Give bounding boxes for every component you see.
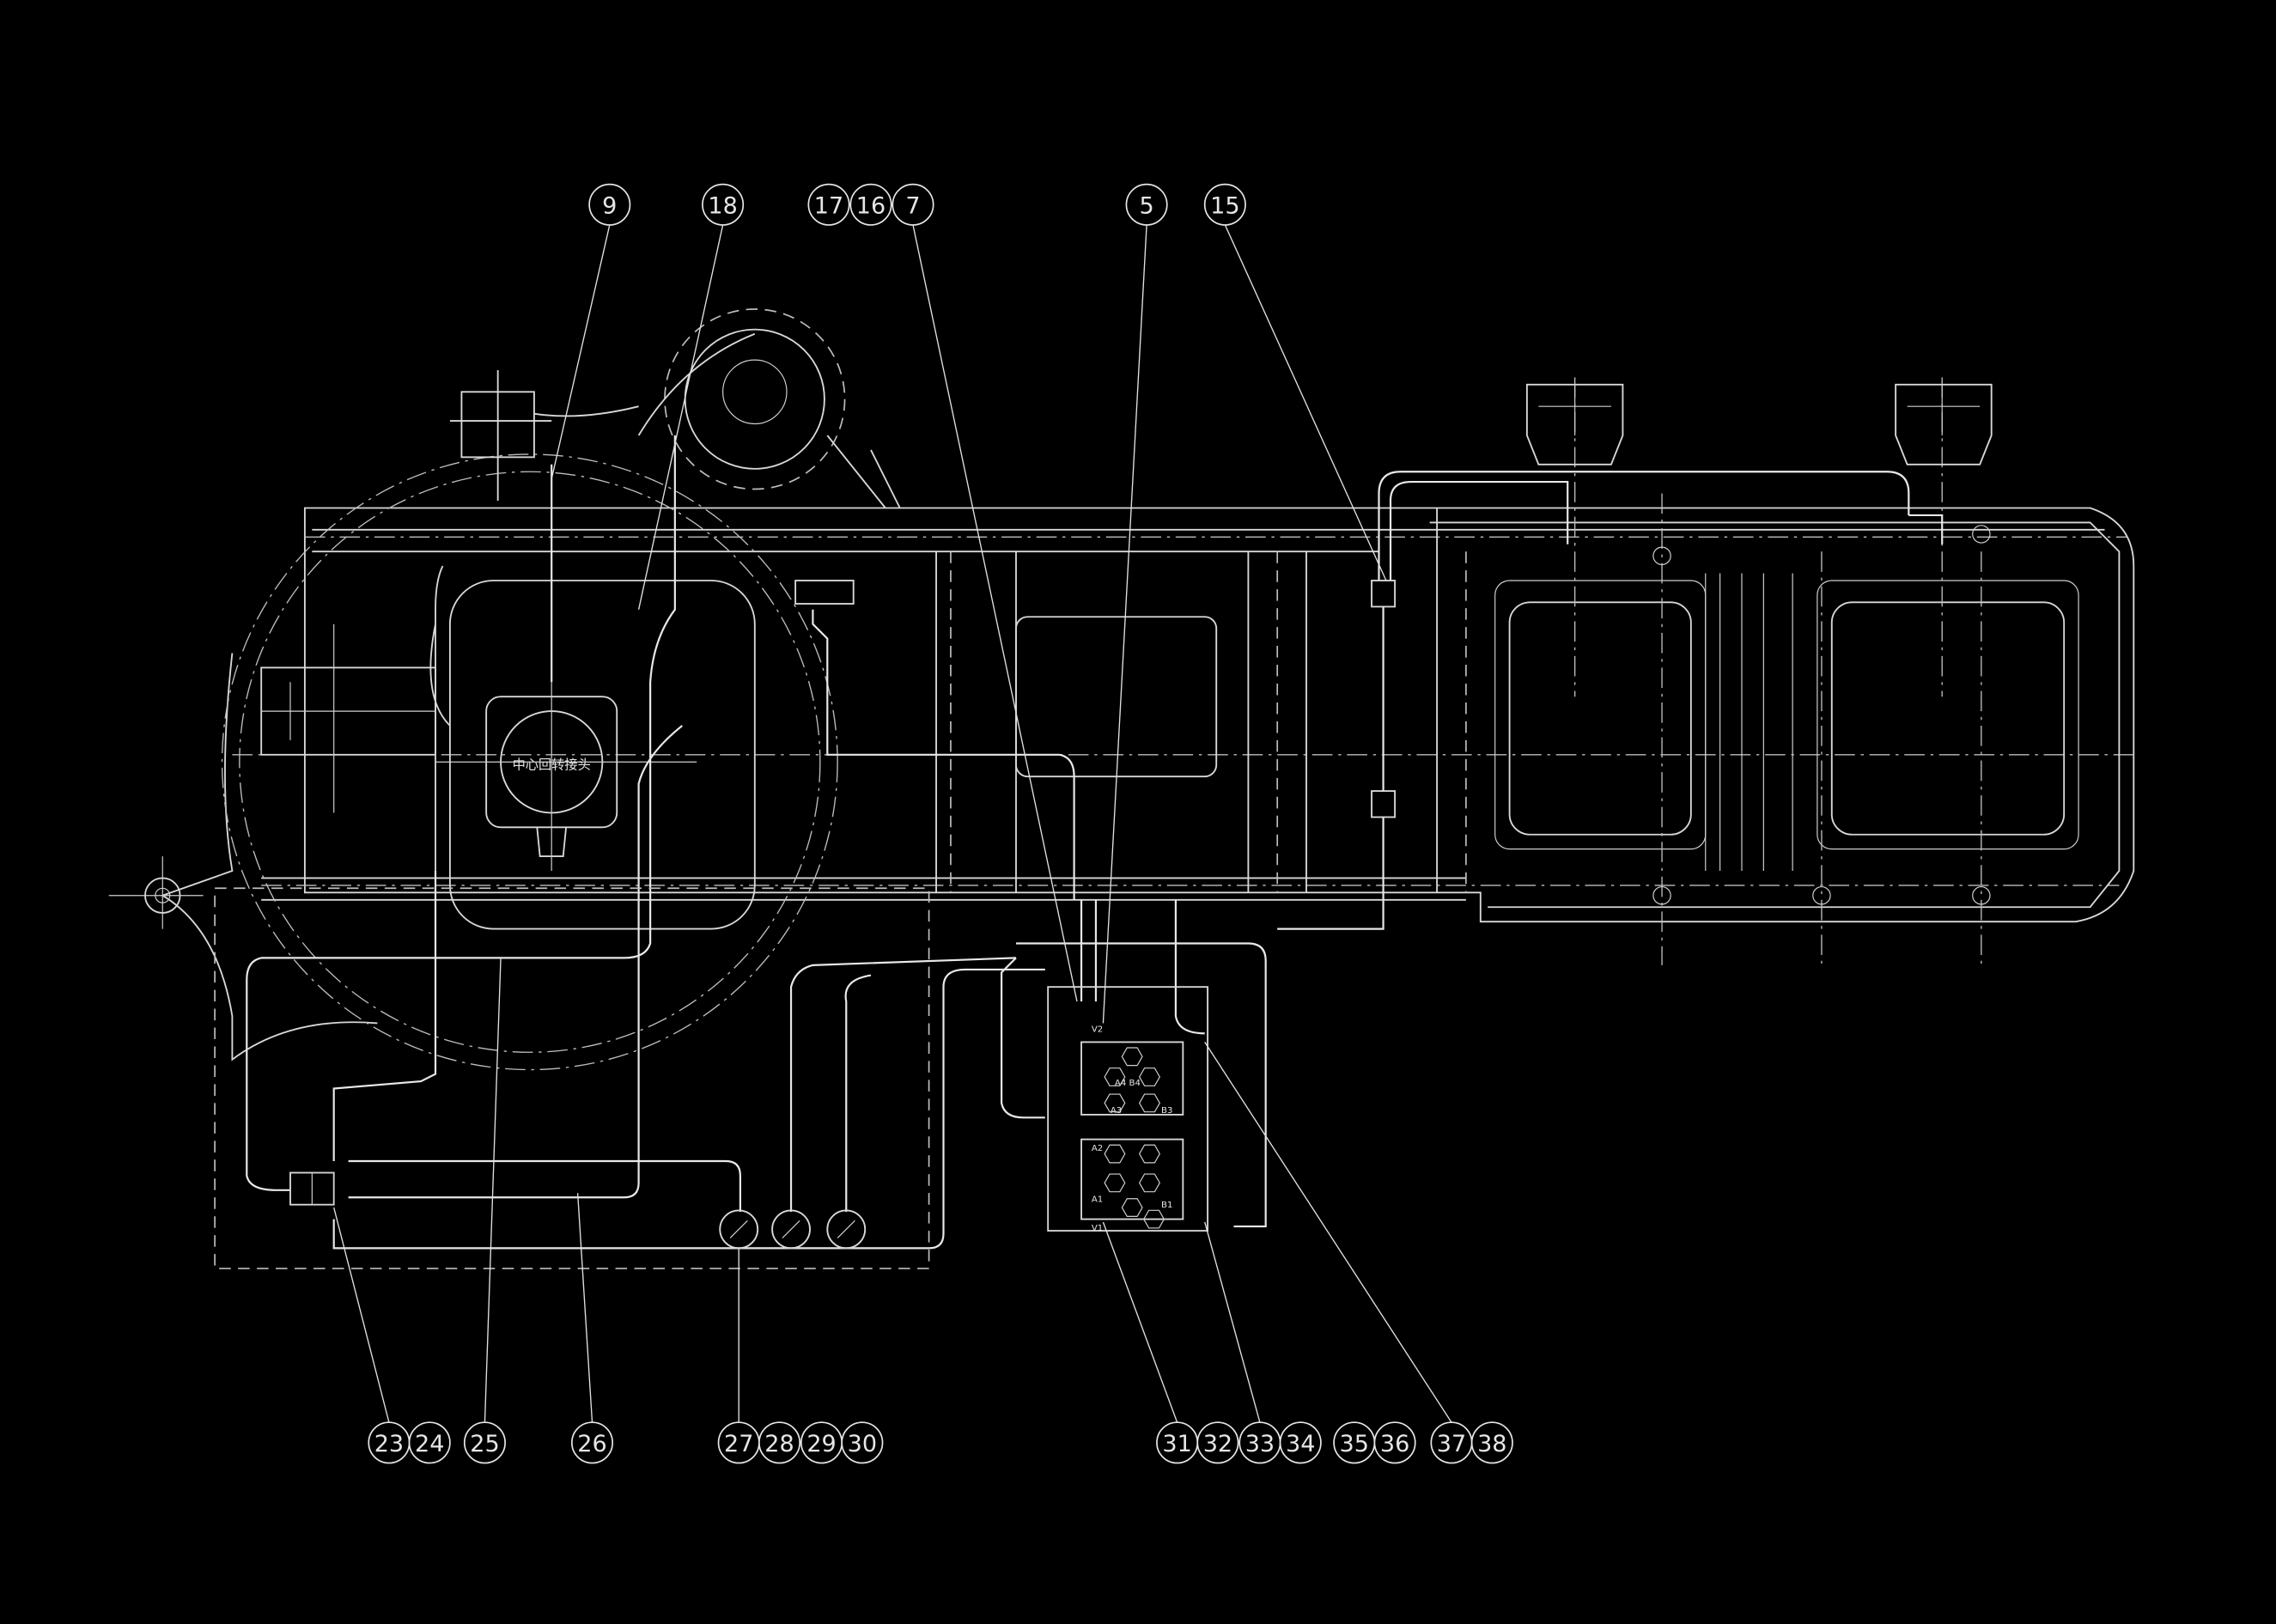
callout-circle — [807, 183, 850, 226]
callout-circle — [702, 183, 745, 226]
callout-number: 25 — [470, 1431, 499, 1457]
hex-fitting — [1104, 1173, 1126, 1193]
hex-fitting — [1104, 1093, 1126, 1113]
reel-assembly — [449, 308, 901, 605]
port-label: A3 — [1111, 1106, 1122, 1116]
callout-number: 35 — [1340, 1431, 1369, 1457]
leader-line — [551, 224, 611, 479]
callout-circle — [892, 183, 934, 226]
callout-number: 34 — [1286, 1431, 1315, 1457]
hex-fitting — [1138, 1173, 1160, 1193]
hex-fitting — [1121, 1047, 1143, 1067]
callout-number: 18 — [708, 192, 737, 219]
callout-circle — [1203, 183, 1246, 226]
callout-circle — [1279, 1421, 1322, 1464]
callout-number: 33 — [1245, 1431, 1275, 1457]
hex-fitting — [1121, 1198, 1143, 1217]
port-label: V2 — [1092, 1025, 1103, 1035]
callout-number: 36 — [1380, 1431, 1409, 1457]
leader-line — [484, 958, 502, 1423]
callout-balloons: 9 18 17 16 7 5 15 23 24 25 26 27 28 29 30 31 32 33 34 35 36 3… — [333, 183, 1513, 1464]
callout-circle — [758, 1421, 801, 1464]
callout-number: 38 — [1477, 1431, 1506, 1457]
callout-number: 16 — [856, 192, 885, 219]
hex-fitting — [1104, 1144, 1126, 1164]
leader-line — [333, 1207, 390, 1423]
hex-fitting — [1138, 1144, 1160, 1164]
port-label: B3 — [1161, 1106, 1172, 1116]
leader-line — [1102, 224, 1147, 1024]
callout-circle — [463, 1421, 506, 1464]
callout-number: 23 — [374, 1431, 404, 1457]
hex-fitting — [1143, 1209, 1165, 1229]
callout-number: 27 — [724, 1431, 753, 1457]
leader-line — [1224, 224, 1387, 581]
port-label: A2 — [1092, 1144, 1103, 1153]
leader-line — [912, 224, 1078, 1002]
hex-fitting — [1138, 1093, 1160, 1113]
callout-number: 7 — [905, 192, 920, 219]
port-label: B1 — [1161, 1201, 1172, 1210]
callout-circle — [408, 1421, 451, 1464]
hex-fitting — [1138, 1067, 1160, 1086]
chassis-frame — [161, 507, 2135, 1061]
callout-circle — [588, 183, 631, 226]
callout-number: 26 — [577, 1431, 606, 1457]
port-label: V1 — [1092, 1224, 1103, 1233]
pivot-pin — [108, 856, 204, 929]
slewing-ring — [221, 453, 838, 1071]
callout-circle — [571, 1421, 614, 1464]
center-rotary-joint: 中心回转接头 — [435, 682, 697, 872]
leader-line — [1102, 1221, 1178, 1423]
control-valve-block: V2 A4 B4 A3 B3 A2 A1 B1 V1 — [1047, 986, 1209, 1233]
callout-number: 30 — [848, 1431, 877, 1457]
hex-fitting — [1104, 1067, 1126, 1086]
pressure-gauges — [719, 1209, 867, 1250]
callout-number: 31 — [1162, 1431, 1191, 1457]
callout-number: 29 — [806, 1431, 836, 1457]
hydraulic-lines — [214, 435, 1267, 1269]
callout-number: 15 — [1210, 192, 1239, 219]
callout-number: 37 — [1437, 1431, 1466, 1457]
callout-circle — [1196, 1421, 1239, 1464]
port-label: A1 — [1092, 1195, 1103, 1204]
callout-circle — [841, 1421, 884, 1464]
callout-circle — [849, 183, 892, 226]
callout-number: 9 — [602, 192, 617, 219]
rotary-joint-label: 中心回转接头 — [513, 757, 591, 773]
callout-number: 28 — [764, 1431, 794, 1457]
callout-circle — [1470, 1421, 1513, 1464]
callout-number: 32 — [1203, 1431, 1232, 1457]
leader-line — [1204, 1221, 1261, 1423]
rear-body — [1277, 377, 2079, 965]
callout-number: 24 — [415, 1431, 444, 1457]
callout-circle — [1125, 183, 1168, 226]
leader-line — [637, 224, 724, 610]
callout-number: 5 — [1139, 192, 1153, 219]
callout-circle — [1373, 1421, 1416, 1464]
filter — [289, 1171, 335, 1206]
leader-line — [1204, 1042, 1452, 1423]
callout-number: 17 — [814, 192, 843, 219]
port-label: A4 B4 — [1115, 1079, 1141, 1088]
leader-line — [576, 1193, 593, 1423]
